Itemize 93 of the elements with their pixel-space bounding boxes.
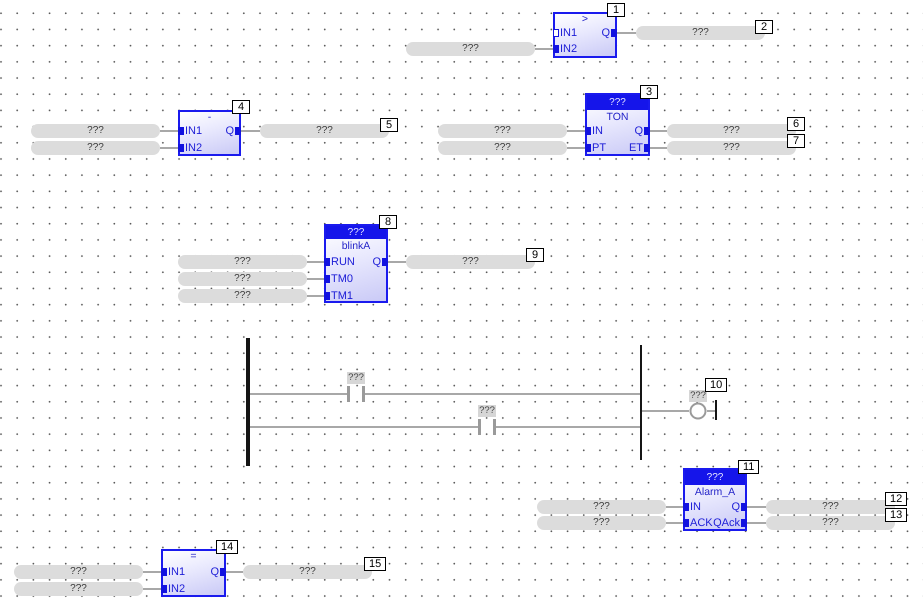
function-block bbox=[324, 224, 388, 303]
wire bbox=[250, 393, 347, 395]
function-block bbox=[161, 549, 226, 597]
variable-slot: ??? bbox=[178, 289, 307, 303]
pin-label: IN2 bbox=[161, 582, 186, 596]
block-type: blinkA bbox=[342, 240, 370, 252]
wire bbox=[143, 571, 161, 573]
pin-label: IN2 bbox=[553, 42, 578, 56]
step-number: 5 bbox=[380, 118, 398, 132]
variable-slot: ??? bbox=[31, 124, 160, 138]
step-number: 13 bbox=[885, 508, 908, 522]
pin-label: Q bbox=[601, 26, 617, 40]
variable-slot: ??? bbox=[537, 500, 666, 514]
block-type: > bbox=[582, 13, 588, 25]
pin-label: IN1 bbox=[553, 26, 578, 40]
block-type: Alarm_A bbox=[694, 486, 736, 498]
wire bbox=[707, 410, 715, 412]
wire bbox=[650, 147, 667, 149]
step-number: 2 bbox=[755, 20, 773, 34]
pin-label: IN1 bbox=[178, 124, 202, 138]
step-number: 4 bbox=[232, 100, 250, 114]
pin-label: TM0 bbox=[324, 272, 353, 286]
pin-label: IN2 bbox=[178, 141, 202, 155]
wire bbox=[666, 522, 683, 524]
step-number: 14 bbox=[216, 540, 238, 554]
wire bbox=[307, 295, 324, 297]
wire bbox=[160, 147, 178, 149]
step-number: 15 bbox=[364, 557, 386, 571]
pin-label: Q bbox=[634, 124, 650, 138]
function-block bbox=[683, 468, 747, 531]
wire bbox=[143, 588, 161, 590]
contact-label: ??? bbox=[347, 372, 365, 384]
step-number: 7 bbox=[787, 134, 805, 148]
step-number: 10 bbox=[705, 378, 728, 392]
variable-slot: ??? bbox=[438, 141, 567, 155]
pin-label: Q bbox=[225, 124, 241, 138]
pin-label: ACK bbox=[683, 516, 713, 530]
wire bbox=[250, 426, 478, 428]
pin-label: RUN bbox=[324, 255, 355, 269]
variable-slot: ??? bbox=[178, 272, 307, 286]
pin-label: IN bbox=[683, 500, 701, 514]
wire bbox=[535, 48, 553, 50]
power-rail bbox=[246, 338, 250, 466]
wire bbox=[307, 278, 324, 280]
pin-label: IN1 bbox=[161, 565, 186, 579]
wire bbox=[307, 261, 324, 263]
variable-slot: ??? bbox=[14, 565, 143, 579]
function-block bbox=[553, 12, 617, 58]
wire bbox=[567, 130, 585, 132]
variable-slot: ??? bbox=[667, 141, 796, 155]
pin-label: Q bbox=[210, 565, 226, 579]
wire bbox=[160, 130, 178, 132]
step-number: 6 bbox=[787, 117, 805, 131]
pin-label: IN bbox=[585, 124, 603, 138]
block-type: - bbox=[208, 111, 212, 123]
pin-label: ET bbox=[628, 141, 650, 155]
instance-name: ??? bbox=[326, 226, 386, 239]
wire bbox=[567, 147, 585, 149]
block-type: = bbox=[190, 550, 197, 562]
step-number: 1 bbox=[607, 3, 625, 17]
wire bbox=[365, 393, 640, 395]
wire bbox=[617, 32, 636, 34]
step-number: 9 bbox=[526, 248, 544, 262]
variable-slot: ??? bbox=[438, 124, 567, 138]
instance-name: ??? bbox=[587, 95, 648, 110]
block-type: TON bbox=[606, 111, 628, 123]
step-number: 11 bbox=[738, 460, 760, 474]
wire bbox=[747, 506, 766, 508]
pin-label: QAck bbox=[713, 516, 747, 530]
wire bbox=[241, 130, 260, 132]
instance-name: ??? bbox=[685, 470, 745, 485]
wire bbox=[642, 410, 689, 412]
variable-slot: ??? bbox=[14, 582, 143, 596]
wire bbox=[496, 426, 640, 428]
wire bbox=[650, 130, 667, 132]
wire bbox=[666, 506, 683, 508]
wire bbox=[747, 522, 766, 524]
step-number: 3 bbox=[640, 85, 658, 99]
variable-slot: ??? bbox=[178, 255, 307, 269]
step-number: 12 bbox=[885, 492, 908, 506]
coil-label: ??? bbox=[689, 390, 707, 402]
pin-label: PT bbox=[585, 141, 606, 155]
pin-label: TM1 bbox=[324, 289, 353, 303]
wire bbox=[388, 261, 406, 263]
function-block bbox=[178, 110, 241, 156]
variable-slot: ??? bbox=[406, 42, 535, 56]
contact-label: ??? bbox=[478, 405, 496, 417]
variable-slot: ??? bbox=[31, 141, 160, 155]
pin-label: Q bbox=[372, 255, 388, 269]
wire bbox=[226, 571, 243, 573]
step-number: 8 bbox=[379, 215, 397, 229]
pin-label: Q bbox=[731, 500, 747, 514]
variable-slot: ??? bbox=[537, 516, 666, 530]
